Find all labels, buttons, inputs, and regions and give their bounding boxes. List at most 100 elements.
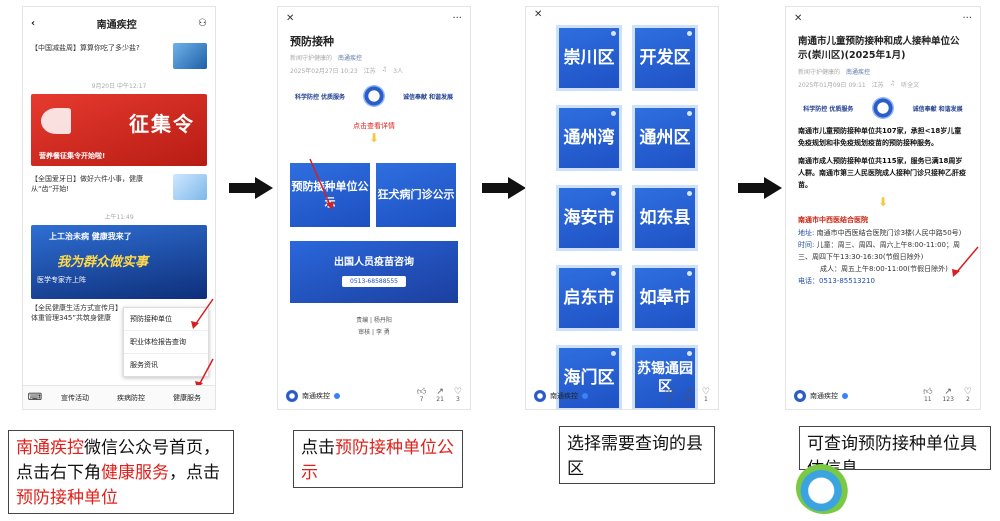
article-thumbnail	[173, 43, 207, 69]
district-tile[interactable]: 通州湾	[556, 105, 622, 171]
caption-text: 选择需要查询的县区	[567, 434, 703, 479]
district-tile[interactable]: 海门区	[556, 345, 622, 409]
close-icon[interactable]: ✕	[534, 8, 543, 20]
footer-account[interactable]: 南通疾控	[794, 390, 923, 402]
article-topbar: ✕	[526, 7, 718, 21]
like-button[interactable]: 👍︎11	[923, 388, 932, 404]
list-item[interactable]: 【中国减盐周】算算你吃了多少盐?	[23, 39, 215, 73]
verified-icon	[334, 393, 340, 399]
district-tile[interactable]: 开发区	[632, 25, 698, 91]
caption-highlight: 预防接种单位	[16, 488, 118, 508]
caption-step4: 可查询预防接种单位具体信息	[799, 426, 991, 470]
meta-from: 新闻守护健康的	[798, 69, 841, 76]
heart-icon: ♡	[453, 387, 462, 397]
meta-date: 2025年02月27日 10:23	[290, 68, 358, 75]
share-icon: ↗	[684, 387, 692, 397]
article-footer: 南通疾控 👍︎2 ↗34 ♡1	[526, 383, 718, 409]
share-button[interactable]: ↗123	[942, 388, 953, 404]
district-tile[interactable]: 如东县	[632, 185, 698, 251]
slogan-row: 科学防控 优质服务 诚信奉献 和谐发展	[278, 77, 470, 115]
footer-account[interactable]: 南通疾控	[286, 390, 417, 402]
menu-item-service-info[interactable]: 服务资讯	[130, 361, 158, 369]
hours-label: 时间:	[798, 241, 815, 249]
meta-account[interactable]: 南通疾控	[338, 55, 363, 62]
timestamp: 9月20日 中午12:17	[91, 83, 147, 90]
more-dots-icon[interactable]: ···	[452, 12, 462, 24]
like-button[interactable]: 👍︎7	[417, 388, 426, 404]
banner-recruit[interactable]: 征集令 营养餐征集令开始啦!	[31, 94, 207, 166]
overseas-vaccine-banner[interactable]: 出国人员疫苗咨询 0513-68588555	[290, 241, 458, 303]
meta-listeners: 3人	[393, 68, 403, 75]
address-value: 南通市中西医结合医院门诊3楼(人民中路50号)	[816, 229, 962, 237]
article-title: 【全国爱牙日】做好六件小事，健康从“齿”开始!	[31, 175, 143, 193]
meta-location: 江苏	[363, 68, 376, 75]
list-item[interactable]: 【全国爱牙日】做好六件小事，健康从“齿”开始!	[23, 170, 215, 204]
slogan-row: 科学防控 优质服务 诚信奉献 和谐发展	[786, 91, 980, 125]
more-dots-icon[interactable]: ···	[962, 12, 972, 24]
credit-reviewer: 审核 | 李 勇	[358, 329, 390, 336]
close-icon[interactable]: ✕	[794, 12, 803, 24]
view-detail-hint: 点击查看详情	[353, 122, 395, 130]
banner-campaign[interactable]: 上工治未病 健康我来了 我为群众做实事 医学专家齐上阵	[31, 225, 207, 299]
user-icon[interactable]: ⚇	[198, 17, 207, 29]
district-grid: 崇川区 开发区 通州湾 通州区 海安市 如东县 启东市 如皋市 海门区 苏锡通园…	[526, 21, 718, 409]
caption-highlight: 健康服务	[101, 463, 169, 483]
phone-step1: ‹ 南通疾控 ⚇ 【中国减盐周】算算你吃了多少盐? 9月20日 中午12:17 …	[22, 6, 216, 410]
district-tile[interactable]: 崇川区	[556, 25, 622, 91]
meta-from: 新闻守护健康的	[290, 55, 333, 62]
heart-icon: ♡	[963, 387, 972, 397]
favorite-count: 3	[456, 396, 460, 403]
rabies-clinic-tile[interactable]: 狂犬病门诊公示	[376, 163, 456, 227]
footer-account-name: 南通疾控	[810, 392, 838, 400]
meta-account[interactable]: 南通疾控	[846, 69, 871, 76]
tab-promotion[interactable]: 宣传活动	[61, 393, 89, 402]
close-icon[interactable]: ✕	[286, 12, 295, 24]
keyboard-icon[interactable]: ⌨	[27, 392, 43, 403]
article-title: 预防接种	[290, 35, 334, 48]
verified-icon	[842, 393, 848, 399]
footer-account[interactable]: 南通疾控	[534, 390, 665, 402]
district-tile[interactable]: 启东市	[556, 265, 622, 331]
share-button[interactable]: ↗34	[684, 388, 692, 404]
meta-location: 江苏	[871, 82, 884, 89]
red-pointer-arrow	[309, 158, 334, 210]
headphone-icon[interactable]: ♫	[381, 66, 388, 73]
district-tile[interactable]: 通州区	[632, 105, 698, 171]
favorite-button[interactable]: ♡3	[454, 388, 462, 404]
district-tile[interactable]: 苏锡通园区	[632, 345, 698, 409]
list-item[interactable]: 【全民健康生活方式宣传月】体重管理345”共筑身健康	[23, 299, 215, 327]
footer-account-name: 南通疾控	[550, 392, 578, 400]
banner-subtitle: 营养餐征集令开始啦!	[39, 152, 106, 160]
article-meta-date: 2025年02月27日 10:23 江苏 ♫ 3人	[278, 64, 470, 77]
cdc-logo-icon	[363, 85, 385, 107]
banner-headline: 征集令	[129, 112, 195, 136]
caption-text: ，点击	[169, 463, 220, 483]
article-thumbnail	[173, 174, 207, 200]
share-button[interactable]: ↗21	[436, 388, 444, 404]
article-meta: 新闻守护健康的 南通疾控	[786, 65, 980, 78]
headphone-icon[interactable]: ♫	[889, 80, 896, 87]
favorite-button[interactable]: ♡1	[702, 388, 710, 404]
menu-item-occupational-report[interactable]: 职业体检报告查询	[124, 331, 208, 354]
listen-button[interactable]: 听全文	[901, 82, 920, 89]
caption-step2: 点击预防接种单位公示	[293, 430, 463, 488]
tab-disease-control[interactable]: 疾病防控	[117, 393, 145, 402]
paragraph-children: 南通市儿童预防接种单位共107家，承担<18岁儿童免疫规划和非免疫规划疫苗的预防…	[798, 127, 962, 147]
like-button[interactable]: 👍︎2	[665, 388, 674, 404]
article-title: 【中国减盐周】算算你吃了多少盐?	[31, 44, 140, 52]
slogan-right: 诚信奉献 和谐发展	[912, 105, 963, 113]
article-topbar: ✕ ···	[278, 7, 470, 29]
thumb-up-icon: 👍︎	[923, 387, 933, 397]
menu-item-vaccination-units[interactable]: 预防接种单位	[124, 308, 208, 331]
step-arrow	[738, 177, 782, 199]
district-tile[interactable]: 如皋市	[632, 265, 698, 331]
caption-highlight: 南通疾控	[16, 438, 84, 458]
caption-text: 点击	[301, 438, 335, 458]
tab-health-service[interactable]: 健康服务	[173, 393, 201, 402]
back-icon[interactable]: ‹	[31, 17, 36, 29]
favorite-button[interactable]: ♡2	[964, 388, 972, 404]
article-footer: 南通疾控 👍︎11 ↗123 ♡2	[786, 383, 980, 409]
footer-account-name: 南通疾控	[302, 392, 330, 400]
slogan-left: 科学防控 优质服务	[803, 105, 854, 113]
district-tile[interactable]: 海安市	[556, 185, 622, 251]
